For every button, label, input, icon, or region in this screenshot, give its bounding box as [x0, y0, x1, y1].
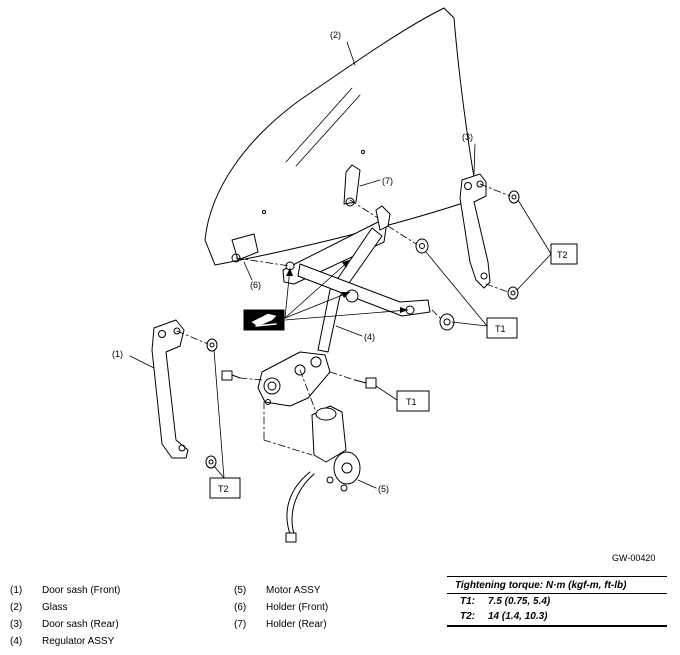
regulator-bolt-right — [354, 377, 377, 389]
legend-item: (2) Glass — [10, 599, 120, 616]
holder-rear — [343, 164, 361, 207]
assembly-lines — [176, 183, 511, 456]
sash-front-nut-upper — [206, 338, 218, 352]
torque-key: T2: — [460, 611, 475, 622]
door-sash-rear — [459, 173, 491, 289]
torque-tag-t2-right-label: T2 — [557, 250, 568, 260]
door-glass-exploded-diagram: (2) (7) (6) (3) (1) (4) (5) T2 T1 T1 T2 — [112, 7, 578, 543]
callout-holder-rear: (7) — [382, 176, 393, 186]
torque-tag-t2-left — [209, 477, 241, 499]
torque-tag-t1-lower-label: T1 — [406, 397, 417, 407]
legend-item: (4) Regulator ASSY — [10, 633, 120, 650]
legend-item: (5) Motor ASSY — [234, 582, 328, 599]
torque-table: Tightening torque: N·m (kgf-m, ft-lb) T1… — [447, 576, 667, 627]
legend-label: Regulator ASSY — [42, 636, 115, 647]
callout-holder-front: (6) — [250, 280, 261, 290]
torque-value: 7.5 (0.75, 5.4) — [488, 596, 551, 607]
legend-num: (6) — [234, 602, 247, 613]
torque-row: T2: 14 (1.4, 10.3) — [447, 609, 667, 627]
legend-item: (6) Holder (Front) — [234, 599, 328, 616]
torque-tag-t1-lower — [396, 390, 430, 412]
torque-heading: Tightening torque: N·m (kgf-m, ft-lb) — [447, 576, 667, 594]
legend-item: (7) Holder (Rear) — [234, 616, 328, 633]
legend-label: Door sash (Rear) — [42, 619, 119, 630]
door-sash-front — [151, 319, 189, 459]
regulator-nut-upper — [415, 238, 429, 254]
torque-value: 14 (1.4, 10.3) — [488, 611, 548, 622]
torque-row: T1: 7.5 (0.75, 5.4) — [447, 594, 667, 609]
callout-motor-assy: (5) — [378, 484, 389, 494]
holder-front — [231, 233, 259, 263]
torque-tag-t1-upper — [486, 317, 518, 339]
legend-num: (1) — [10, 585, 23, 596]
figure-code: GW-00420 — [612, 553, 656, 563]
torque-tag-t2-right — [550, 243, 578, 265]
regulator-nut-lower — [439, 313, 455, 331]
regulator-assy — [257, 205, 431, 407]
legend-column-2: (5) Motor ASSY (6) Holder (Front) (7) Holde… — [234, 582, 328, 633]
sash-front-nut-lower — [205, 455, 217, 469]
leader-lines — [129, 41, 552, 489]
sash-rear-nut-upper — [508, 190, 520, 204]
sash-rear-nut-lower — [507, 286, 519, 300]
legend-num: (7) — [234, 619, 247, 630]
legend-item: (3) Door sash (Rear) — [10, 616, 120, 633]
regulator-bolt-left — [221, 370, 241, 381]
callout-door-sash-rear: (3) — [462, 132, 473, 142]
torque-tag-t1-upper-label: T1 — [495, 324, 506, 334]
legend-label: Holder (Front) — [266, 602, 329, 613]
callout-glass: (2) — [330, 30, 341, 40]
grease-application-icon — [243, 309, 285, 331]
legend-label: Door sash (Front) — [42, 585, 121, 596]
legend-label: Holder (Rear) — [266, 619, 327, 630]
legend-num: (2) — [10, 602, 23, 613]
legend-num: (4) — [10, 636, 23, 647]
torque-key: T1: — [460, 596, 475, 607]
glass-panel — [204, 7, 479, 266]
legend-item: (1) Door sash (Front) — [10, 582, 120, 599]
legend-column-1: (1) Door sash (Front) (2) Glass (3) Door sa… — [10, 582, 120, 650]
legend-num: (3) — [10, 619, 23, 630]
legend-label: Motor ASSY — [266, 585, 321, 596]
legend-num: (5) — [234, 585, 247, 596]
callout-door-sash-front: (1) — [112, 349, 123, 359]
legend-label: Glass — [42, 602, 68, 613]
torque-tag-t2-left-label: T2 — [218, 484, 229, 494]
grease-arrowheads — [286, 260, 408, 313]
callout-regulator-assy: (4) — [364, 332, 375, 342]
motor-assy — [285, 405, 361, 543]
